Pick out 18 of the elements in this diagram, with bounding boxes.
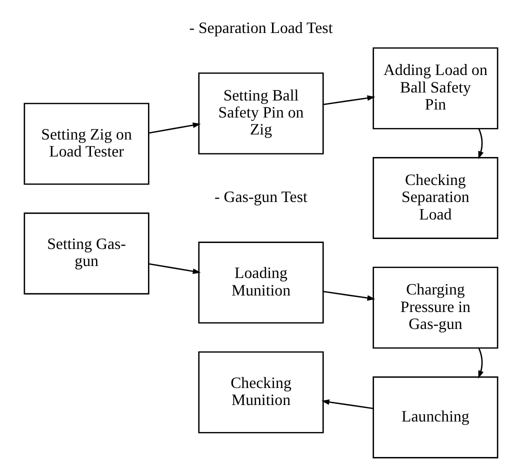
arrow (478, 347, 484, 378)
arrow (148, 262, 201, 274)
arrow (323, 290, 376, 300)
label: - Gas-gun Test (214, 188, 308, 206)
node-box: Setting Zig on Load Tester (24, 102, 150, 184)
label: - Separation Load Test (189, 19, 333, 36)
node-box: Charging Pressure in Gas-gun (372, 266, 498, 348)
node-box: Setting Gas-gun (24, 212, 150, 294)
node-box: Setting Ball Safety Pin on Zig (198, 72, 324, 154)
node-box: Checking Munition (198, 350, 324, 433)
node-box: Loading Munition (198, 241, 324, 324)
arrow (478, 128, 484, 159)
arrow (148, 122, 201, 134)
node-box: Adding Load on Ball Safety Pin (372, 46, 498, 129)
node-box: Launching (372, 376, 498, 458)
node-box: Checking Separation Load (372, 156, 498, 238)
arrow (323, 94, 376, 105)
arrow (321, 398, 374, 409)
